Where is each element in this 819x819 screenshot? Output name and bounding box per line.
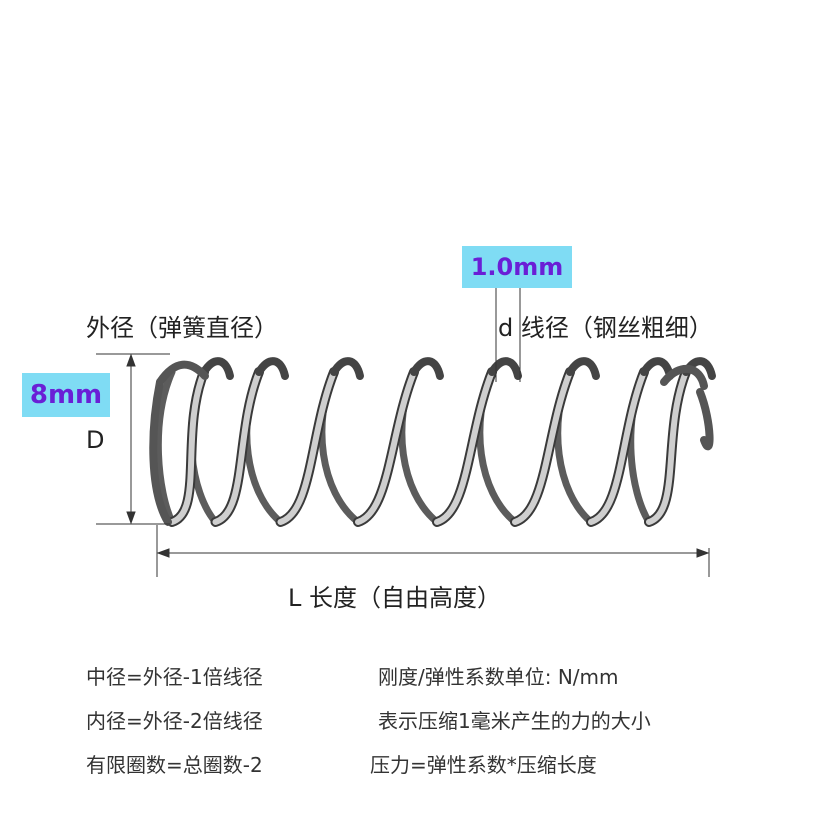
coil-front-strand: [434, 369, 495, 525]
wire-diameter-label: d 线径（钢丝粗细）: [498, 314, 713, 342]
coil-top-arc: [330, 357, 364, 380]
coil-top-arc: [200, 357, 234, 380]
note-stiffness-unit: 刚度/弹性系数单位: N/mm: [378, 665, 619, 689]
right-end-coil-top: [660, 364, 708, 390]
diameter-badge: 8mm: [22, 373, 110, 417]
right-end-coil: [696, 388, 714, 451]
diameter-arrow-bottom: [126, 511, 136, 525]
coil-top-arc: [255, 357, 289, 380]
note-stiffness-meaning: 表示压缩1毫米产生的力的大小: [378, 709, 651, 733]
note-active-coils: 有限圈数=总圈数-2: [86, 753, 263, 777]
diameter-symbol: D: [86, 426, 105, 454]
note-inner-diameter: 内径=外径-2倍线径: [86, 709, 263, 733]
note-mean-diameter: 中径=外径-1倍线径: [86, 665, 263, 689]
coil-top-arc: [488, 357, 522, 380]
coil-front-strand: [277, 369, 337, 525]
left-end-coil: [149, 378, 172, 526]
coil-front-strand: [646, 369, 689, 525]
outer-diameter-label: 外径（弹簧直径）: [86, 314, 278, 342]
length-label: L 长度（自由高度）: [288, 584, 501, 612]
note-pressure-formula: 压力=弹性系数*压缩长度: [370, 753, 597, 777]
spring-image: [149, 357, 716, 527]
length-arrow-right: [696, 548, 710, 558]
coil-front-strand: [512, 369, 573, 525]
coil-front-strand: [355, 369, 417, 525]
coil-top-arc: [410, 357, 444, 380]
coil-front-strand: [588, 369, 647, 525]
left-end-coil-top: [156, 360, 209, 386]
coil-top-arc: [566, 357, 600, 380]
coil-front-strand: [169, 369, 207, 525]
diameter-arrow-top: [126, 353, 136, 367]
length-arrow-left: [156, 548, 170, 558]
wire-diameter-badge: 1.0mm: [462, 246, 572, 288]
coil-front-strand: [212, 369, 262, 525]
coil-back-strand: [154, 368, 176, 526]
